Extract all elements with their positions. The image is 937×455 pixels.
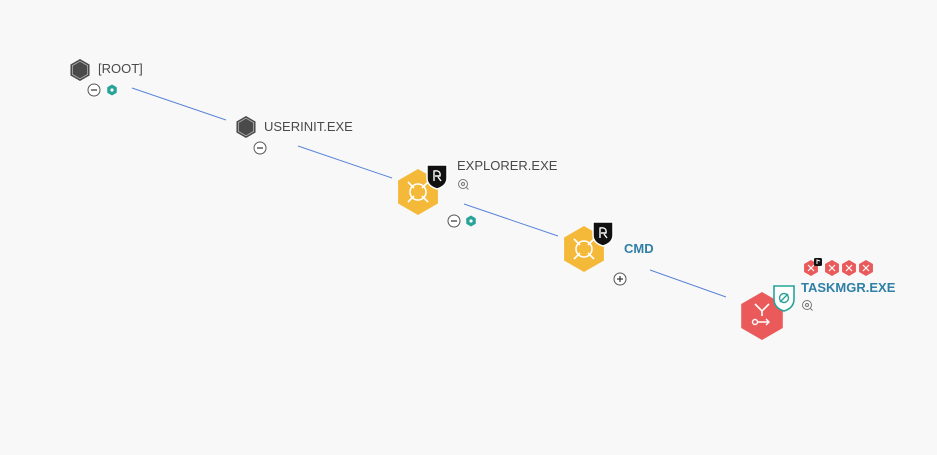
node-taskmgr[interactable] [741, 258, 873, 340]
nodes-layer [70, 59, 873, 340]
edge-explorer-cmd [463, 203, 559, 237]
node-label-userinit: USERINIT.EXE [264, 119, 353, 134]
expand-icon[interactable] [613, 272, 627, 286]
edge-userinit-explorer [297, 145, 393, 179]
node-label-root: [ROOT] [98, 61, 143, 76]
alert-hexagon-icon[interactable] [825, 260, 839, 276]
edge-root-userinit [131, 87, 227, 121]
node-userinit[interactable] [236, 116, 267, 155]
process-graph-icon [751, 303, 770, 326]
alert-hexagon-icon[interactable] [859, 260, 873, 276]
teal-hexagon-badge-icon[interactable] [466, 215, 476, 227]
node-explorer[interactable] [398, 164, 476, 228]
signature-shield-icon [773, 285, 795, 312]
collapse-icon[interactable] [447, 214, 461, 228]
target-icon[interactable] [802, 300, 813, 311]
ioa-shield-icon [592, 221, 614, 247]
edges-layer [131, 87, 727, 298]
collapse-icon[interactable] [253, 141, 267, 155]
node-label-explorer: EXPLORER.EXE [457, 158, 558, 173]
teal-hexagon-badge-icon[interactable] [107, 84, 117, 96]
hexagon-node-shape[interactable] [70, 59, 90, 81]
crosshair-icon [573, 238, 595, 260]
node-label-taskmgr[interactable]: TASKMGR.EXE [801, 280, 896, 295]
node-root[interactable] [70, 59, 117, 97]
collapse-icon[interactable] [87, 83, 101, 97]
target-icon[interactable] [458, 179, 469, 190]
node-label-cmd[interactable]: CMD [624, 241, 654, 256]
hexagon-node-shape[interactable] [236, 116, 256, 138]
ioa-shield-icon [426, 164, 448, 190]
alert-hexagon-icon[interactable] [804, 258, 822, 276]
node-cmd[interactable] [564, 221, 627, 286]
crosshair-icon [407, 181, 429, 203]
edge-cmd-taskmgr [649, 269, 727, 298]
alert-hexagon-icon[interactable] [842, 260, 856, 276]
